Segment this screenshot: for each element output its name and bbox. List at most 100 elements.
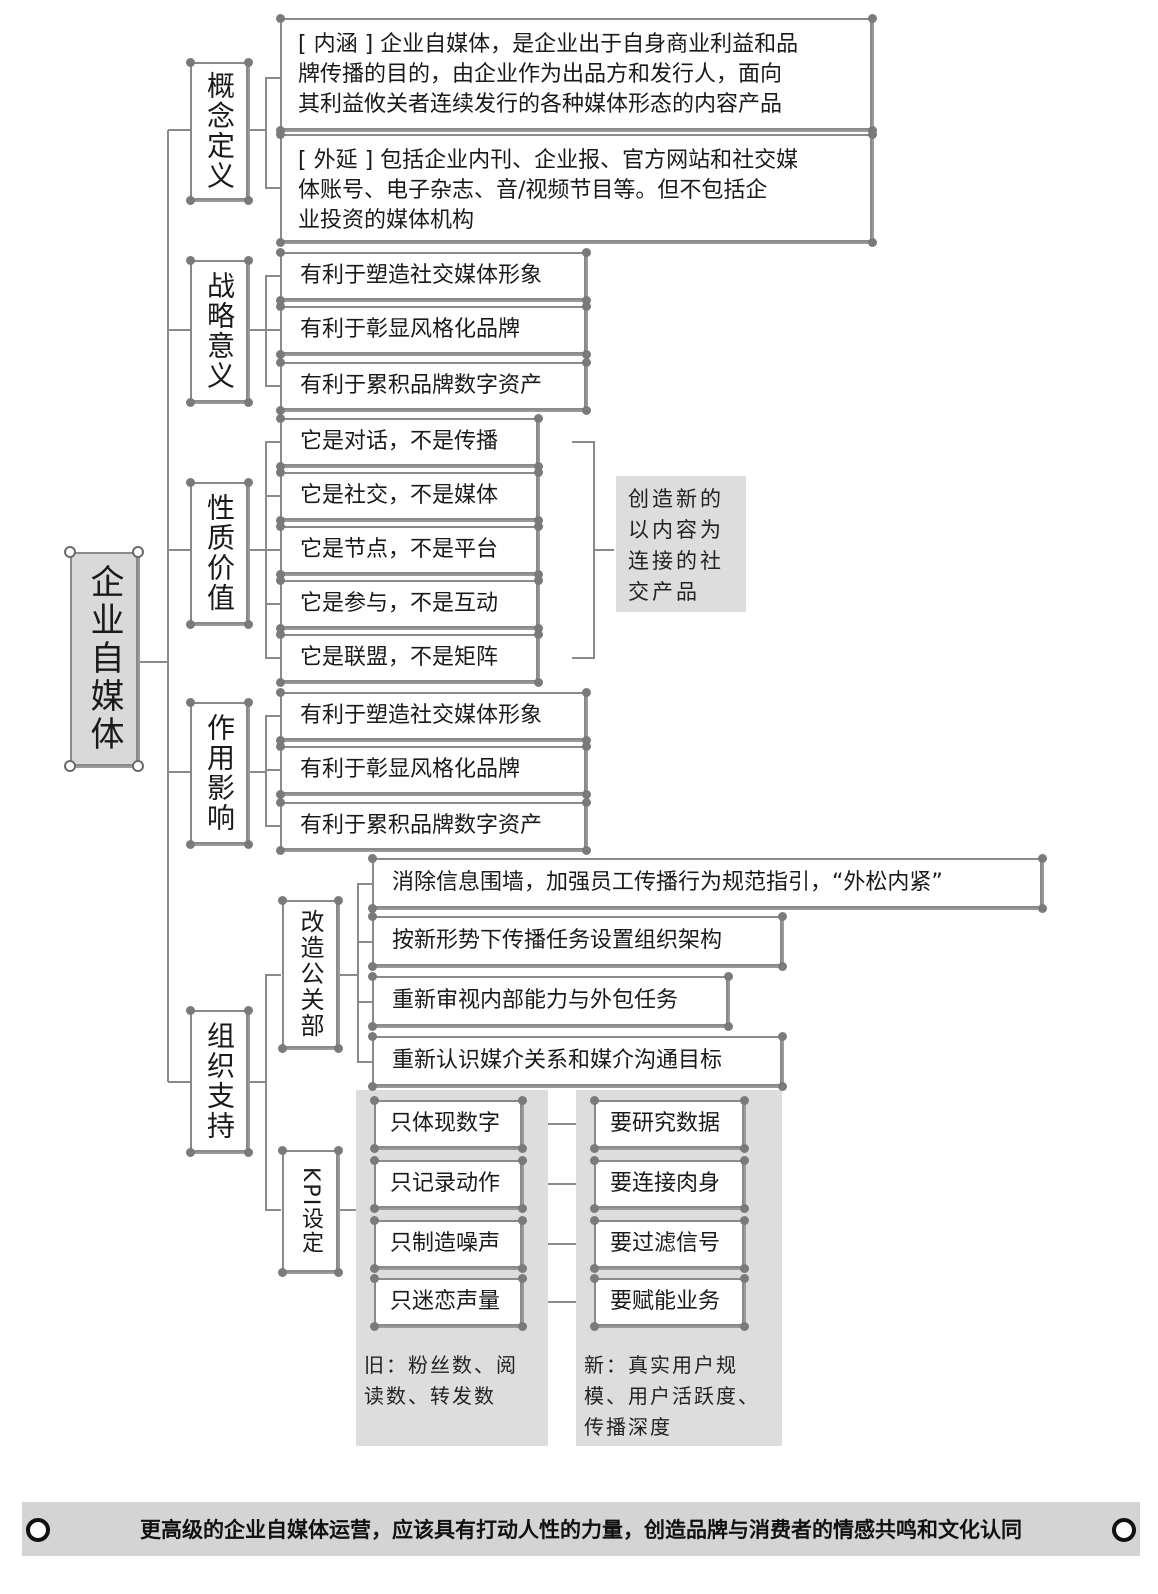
- connector-dot: [581, 247, 591, 257]
- impact-item: 有利于累积品牌数字资产: [280, 802, 586, 850]
- connector-dot: [367, 911, 377, 921]
- connector-dot: [243, 195, 253, 205]
- kpi-new-note: 新：真实用户规 模、用户活跃度、 传播深度: [584, 1353, 760, 1439]
- connector-dot: [517, 1155, 527, 1165]
- connector-dot: [243, 255, 253, 265]
- kpi-old-item: 只记录动作: [374, 1160, 522, 1208]
- connector-dot: [367, 853, 377, 863]
- root-label: 企业自媒体: [84, 564, 124, 754]
- connector-dot: [185, 697, 195, 707]
- nature-item: 它是社交，不是媒体: [280, 472, 538, 520]
- connector-dot: [589, 1095, 599, 1105]
- connector-dot: [369, 1143, 379, 1153]
- impact-item: 有利于塑造社交媒体形象: [280, 692, 586, 740]
- pr-dept-item: 按新形势下传播任务设置组织架构: [372, 916, 782, 966]
- pr-dept-node: 改造公关部: [282, 900, 338, 1048]
- footer-text: 更高级的企业自媒体运营，应该具有打动人性的力量，创造品牌与消费者的情感共鸣和文化…: [140, 1518, 1022, 1542]
- connector-dot: [777, 961, 787, 971]
- connector-dot: [277, 1267, 287, 1277]
- connector-dot: [367, 961, 377, 971]
- footer-banner: 更高级的企业自媒体运营，应该具有打动人性的力量，创造品牌与消费者的情感共鸣和文化…: [22, 1502, 1140, 1556]
- connector-dot: [275, 515, 285, 525]
- connector-dot: [275, 301, 285, 311]
- connector-dot: [275, 797, 285, 807]
- connector-dot: [589, 1321, 599, 1331]
- connector-dot: [185, 477, 195, 487]
- connector-dot: [369, 1095, 379, 1105]
- strategy-item: 有利于塑造社交媒体形象: [280, 252, 586, 300]
- connector-dot: [275, 677, 285, 687]
- connector-dot: [275, 521, 285, 531]
- connector-dot: [533, 629, 543, 639]
- connector-dot: [132, 760, 144, 772]
- kpi-old-panel: [356, 1090, 548, 1446]
- root-node: 企业自媒体: [70, 552, 138, 766]
- connector-dot: [275, 629, 285, 639]
- connector-dot: [581, 741, 591, 751]
- nature-summary-panel: [616, 476, 746, 612]
- connector-dot: [369, 1273, 379, 1283]
- connector-dot: [64, 760, 76, 772]
- connector-dot: [517, 1263, 527, 1273]
- pr-dept-item: 消除信息围墙，加强员工传播行为规范指引，“外松内紧”: [372, 858, 1042, 908]
- connector-dot: [275, 237, 285, 247]
- connector-dot: [581, 295, 591, 305]
- connector-dot: [275, 357, 285, 367]
- connector-dot: [243, 619, 253, 629]
- connector-dot: [243, 697, 253, 707]
- connector-dot: [277, 895, 287, 905]
- connector-dot: [185, 255, 195, 265]
- connector-dot: [275, 349, 285, 359]
- connector-dot: [369, 1203, 379, 1213]
- connector-dot: [243, 839, 253, 849]
- connector-dot: [739, 1263, 749, 1273]
- connector-dot: [275, 13, 285, 23]
- connector-dot: [275, 575, 285, 585]
- kpi-new-item: 要过滤信号: [594, 1220, 744, 1268]
- connector-dot: [275, 623, 285, 633]
- nature-item: 它是联盟，不是矩阵: [280, 634, 538, 682]
- connector-dot: [132, 546, 144, 558]
- strategy-item: 有利于彰显风格化品牌: [280, 306, 586, 354]
- connector-dot: [533, 413, 543, 423]
- connector-dot: [275, 461, 285, 471]
- connector-dot: [533, 575, 543, 585]
- pr-dept-item: 重新审视内部能力与外包任务: [372, 976, 728, 1026]
- connector-dot: [723, 1021, 733, 1031]
- kpi-old-item: 只迷恋声量: [374, 1278, 522, 1326]
- connector-dot: [739, 1155, 749, 1165]
- connector-dot: [64, 546, 76, 558]
- kpi-old-note: 旧：粉丝数、阅 读数、转发数: [364, 1353, 518, 1408]
- nature-summary: 创造新的 以内容为 连接的社 交产品: [628, 487, 724, 604]
- nature-item: 它是节点，不是平台: [280, 526, 538, 574]
- connector-dot: [333, 895, 343, 905]
- connector-dot: [777, 911, 787, 921]
- connector-dot: [333, 1145, 343, 1155]
- connector-dot: [589, 1215, 599, 1225]
- connector-dot: [867, 129, 877, 139]
- connector-dot: [1037, 903, 1047, 913]
- connector-dot: [589, 1203, 599, 1213]
- connector-dot: [517, 1321, 527, 1331]
- connector-dot: [739, 1321, 749, 1331]
- connector-dot: [243, 397, 253, 407]
- connector-dot: [185, 1005, 195, 1015]
- connector-dot: [367, 903, 377, 913]
- connector-dot: [275, 467, 285, 477]
- connector-dot: [367, 1021, 377, 1031]
- connector-dot: [533, 623, 543, 633]
- nature-item: 它是对话，不是传播: [280, 418, 538, 466]
- connector-dot: [275, 569, 285, 579]
- connector-dot: [243, 477, 253, 487]
- connector-dot: [185, 839, 195, 849]
- connector-dot: [581, 405, 591, 415]
- section-impact: 作用影响: [190, 702, 248, 844]
- connector-dot: [739, 1215, 749, 1225]
- connector-dot: [185, 397, 195, 407]
- connector-dot: [1037, 853, 1047, 863]
- connector-dot: [275, 789, 285, 799]
- footer-circle-icon: [26, 1518, 50, 1542]
- connector-dot: [369, 1215, 379, 1225]
- connector-dot: [581, 735, 591, 745]
